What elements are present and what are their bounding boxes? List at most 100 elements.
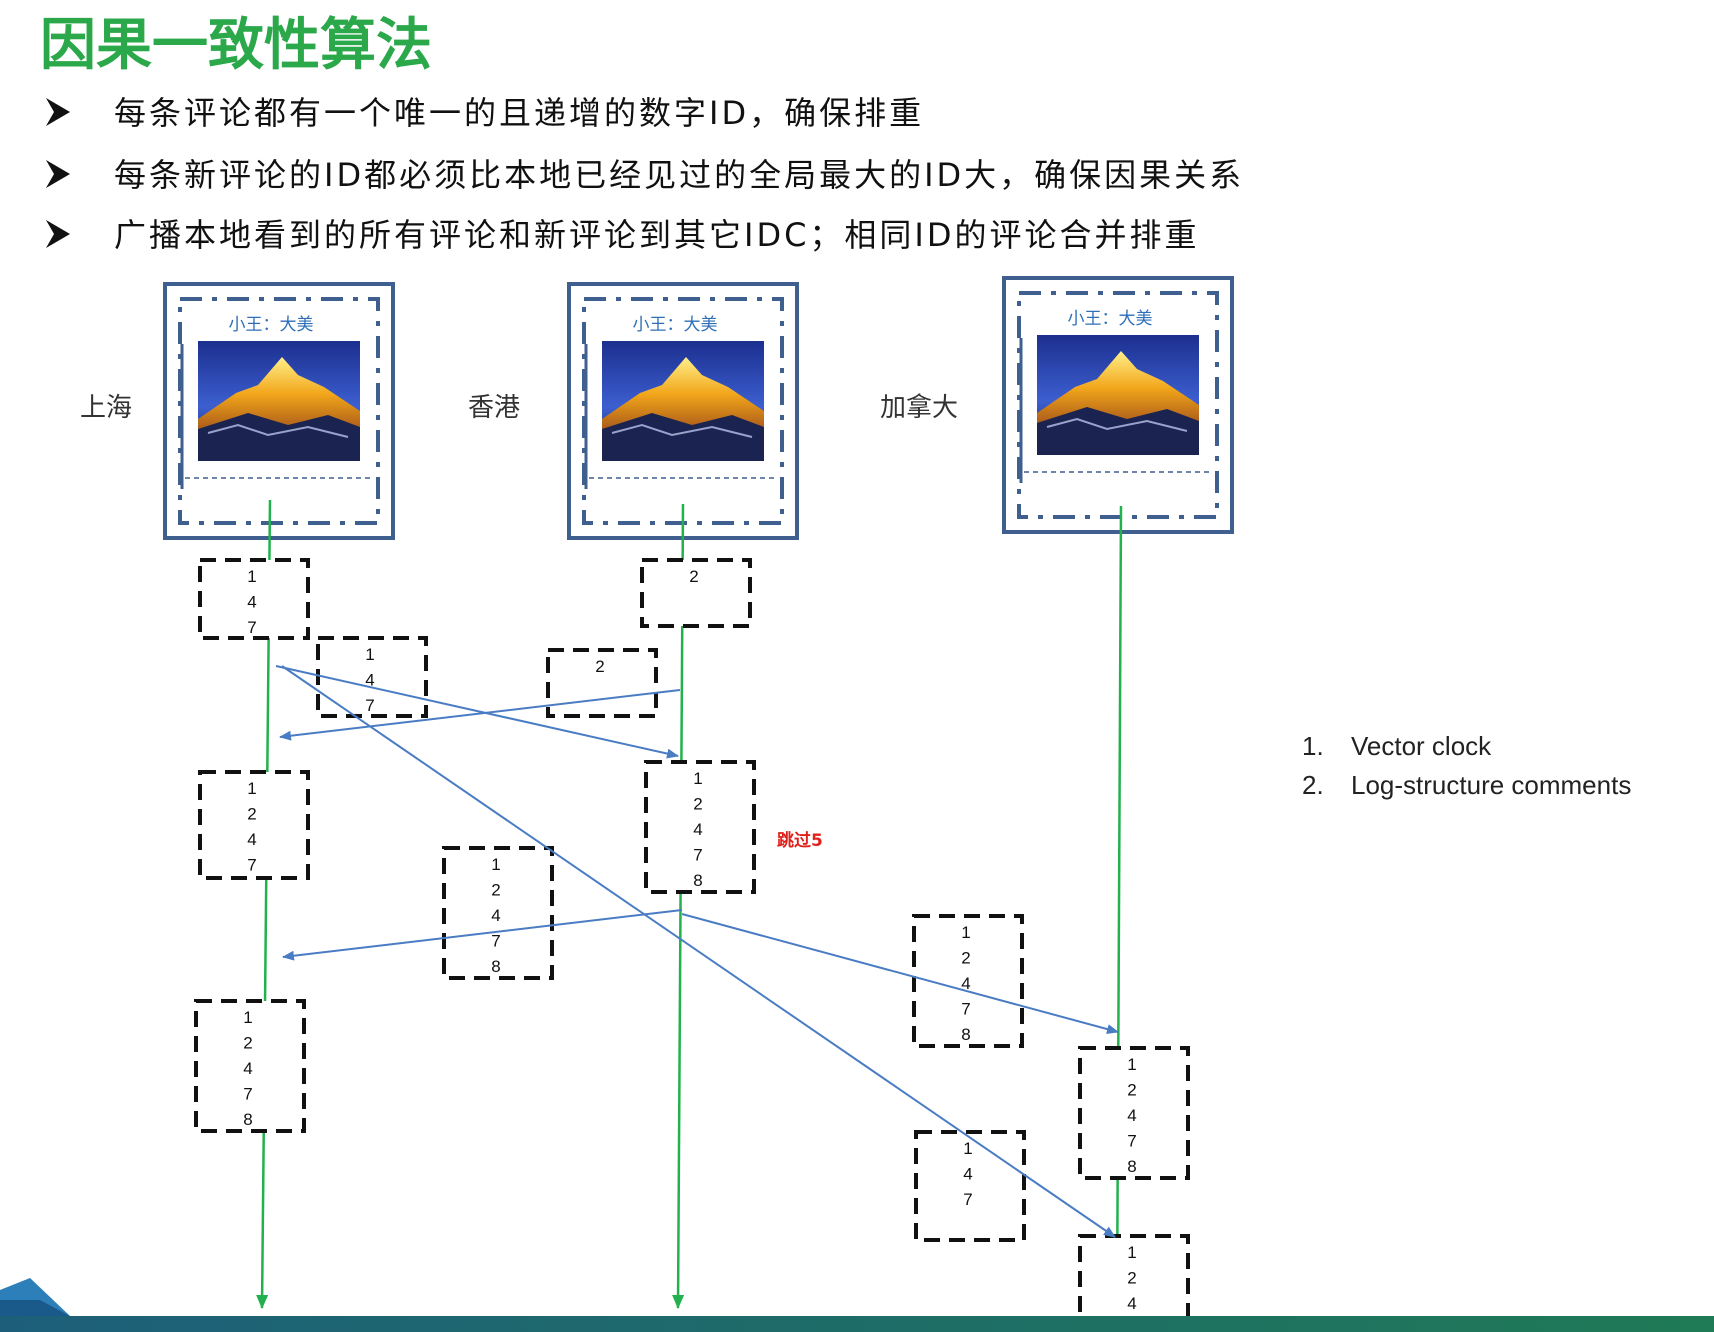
id-box-frame <box>644 760 756 894</box>
id-number: 8 <box>961 1025 970 1044</box>
note-number: 1. <box>1302 731 1324 761</box>
note-item: Log-structure comments <box>1351 770 1631 800</box>
panel-inner-frame <box>178 297 380 525</box>
replication-arrow <box>275 665 679 759</box>
id-number: 1 <box>1127 1055 1136 1074</box>
mountain-photo <box>602 341 764 461</box>
id-number: 7 <box>247 618 256 637</box>
id-number: 2 <box>595 657 604 676</box>
id-box: 1 2 4 7 8 <box>442 846 554 980</box>
arrowhead-bullet-icon <box>46 160 70 188</box>
id-number: 4 <box>247 593 256 612</box>
page-title: 因果一致性算法 <box>40 13 432 78</box>
id-number: 1 <box>961 923 970 942</box>
id-number: 8 <box>1127 1157 1136 1176</box>
id-number: 7 <box>693 846 702 865</box>
id-box: 2 <box>640 558 752 628</box>
id-number: 4 <box>491 906 500 925</box>
region-label-canada: 加拿大 <box>880 393 958 423</box>
id-number: 7 <box>491 932 500 951</box>
id-number: 1 <box>247 567 256 586</box>
timeline-hongkong <box>672 503 685 1309</box>
bullet-item: 每条新评论的ID都必须比本地已经见过的全局最大的ID大，确保因果关系 <box>46 156 1244 194</box>
note-item: Vector clock <box>1351 731 1492 761</box>
id-box-frame <box>1078 1046 1190 1180</box>
skip-label: 跳过5 <box>777 830 823 851</box>
bullet-item: 每条评论都有一个唯一的且递增的数字ID，确保排重 <box>46 94 924 132</box>
footer-bar <box>0 1278 1714 1332</box>
comment-caption: 小王：大美 <box>1068 309 1153 329</box>
id-box: 1 2 4 7 8 <box>644 760 756 894</box>
footer-stripe <box>0 1316 1714 1332</box>
id-number: 1 <box>491 855 500 874</box>
comment-caption: 小王：大美 <box>633 315 718 335</box>
id-number: 4 <box>247 830 256 849</box>
bullet-list: 每条评论都有一个唯一的且递增的数字ID，确保排重 每条新评论的ID都必须比本地已… <box>46 94 1244 254</box>
id-box: 1 4 7 <box>914 1130 1026 1242</box>
id-number: 4 <box>693 820 702 839</box>
id-number: 7 <box>243 1085 252 1104</box>
id-number: 7 <box>1127 1132 1136 1151</box>
region-panel: 小王：大美 <box>567 282 799 540</box>
id-number: 2 <box>693 795 702 814</box>
id-number: 4 <box>243 1059 252 1078</box>
bullet-text: 每条评论都有一个唯一的且递增的数字ID，确保排重 <box>114 94 924 132</box>
id-box-frame <box>198 770 310 880</box>
notes-list: 1. Vector clock 2. Log-structure comment… <box>1302 731 1631 800</box>
region-panel: 小王：大美 <box>163 282 395 540</box>
bullet-text: 每条新评论的ID都必须比本地已经见过的全局最大的ID大，确保因果关系 <box>114 156 1244 194</box>
id-number: 8 <box>491 957 500 976</box>
id-box: 147 <box>316 636 428 718</box>
replication-arrow <box>279 689 681 741</box>
replication-arrow <box>282 909 683 961</box>
id-number: 8 <box>693 871 702 890</box>
bullet-text: 广播本地看到的所有评论和新评论到其它IDC；相同ID的评论合并排重 <box>114 216 1200 254</box>
id-box-frame <box>640 558 752 628</box>
id-number: 2 <box>961 949 970 968</box>
id-number: 7 <box>961 1000 970 1019</box>
id-number: 7 <box>963 1190 972 1209</box>
arrowhead-bullet-icon <box>46 98 70 126</box>
id-box-frame <box>914 1130 1026 1242</box>
id-box: 1 2 4 7 8 <box>912 914 1024 1048</box>
id-number: 2 <box>491 881 500 900</box>
region-label-shanghai: 上海 <box>80 393 132 423</box>
id-number: 1 <box>365 645 374 664</box>
arrowhead-bullet-icon <box>46 220 70 248</box>
id-box-frame <box>546 648 658 718</box>
id-number: 4 <box>963 1165 972 1184</box>
id-box-frame <box>912 914 1024 1048</box>
id-number: 4 <box>1127 1294 1136 1313</box>
replication-arrows <box>275 665 1119 1238</box>
mountain-photo <box>1037 335 1199 455</box>
id-number: 2 <box>243 1034 252 1053</box>
id-box-frame <box>198 558 310 640</box>
id-number: 1 <box>243 1008 252 1027</box>
corner-triangle-icon <box>0 1300 70 1316</box>
id-number: 7 <box>247 856 256 875</box>
region-panels: 小王：大美 小王：大美 小王：大美 <box>163 276 1234 540</box>
id-box: 1 2 4 7 8 <box>1078 1046 1190 1180</box>
id-number: 1 <box>247 779 256 798</box>
note-number: 2. <box>1302 770 1324 800</box>
id-number: 1 <box>693 769 702 788</box>
id-number: 1 <box>963 1139 972 1158</box>
bullet-item: 广播本地看到的所有评论和新评论到其它IDC；相同ID的评论合并排重 <box>46 216 1200 254</box>
region-panel: 小王：大美 <box>1002 276 1234 534</box>
panel-inner-frame <box>1017 291 1219 519</box>
id-number: 4 <box>1127 1106 1136 1125</box>
id-number: 2 <box>247 805 256 824</box>
id-box-frame <box>442 846 554 980</box>
id-box: 1 2 4 7 <box>198 770 310 880</box>
replication-arrow <box>281 665 1116 1238</box>
id-number: 4 <box>961 974 970 993</box>
id-number: 2 <box>1127 1269 1136 1288</box>
id-number: 2 <box>1127 1081 1136 1100</box>
id-number: 2 <box>689 567 698 586</box>
comment-caption: 小王：大美 <box>229 315 314 335</box>
id-box: 2 <box>546 648 658 718</box>
id-number: 4 <box>365 671 374 690</box>
id-number: 8 <box>243 1110 252 1129</box>
id-number: 1 <box>1127 1243 1136 1262</box>
id-box: 1 4 7 <box>198 558 310 640</box>
